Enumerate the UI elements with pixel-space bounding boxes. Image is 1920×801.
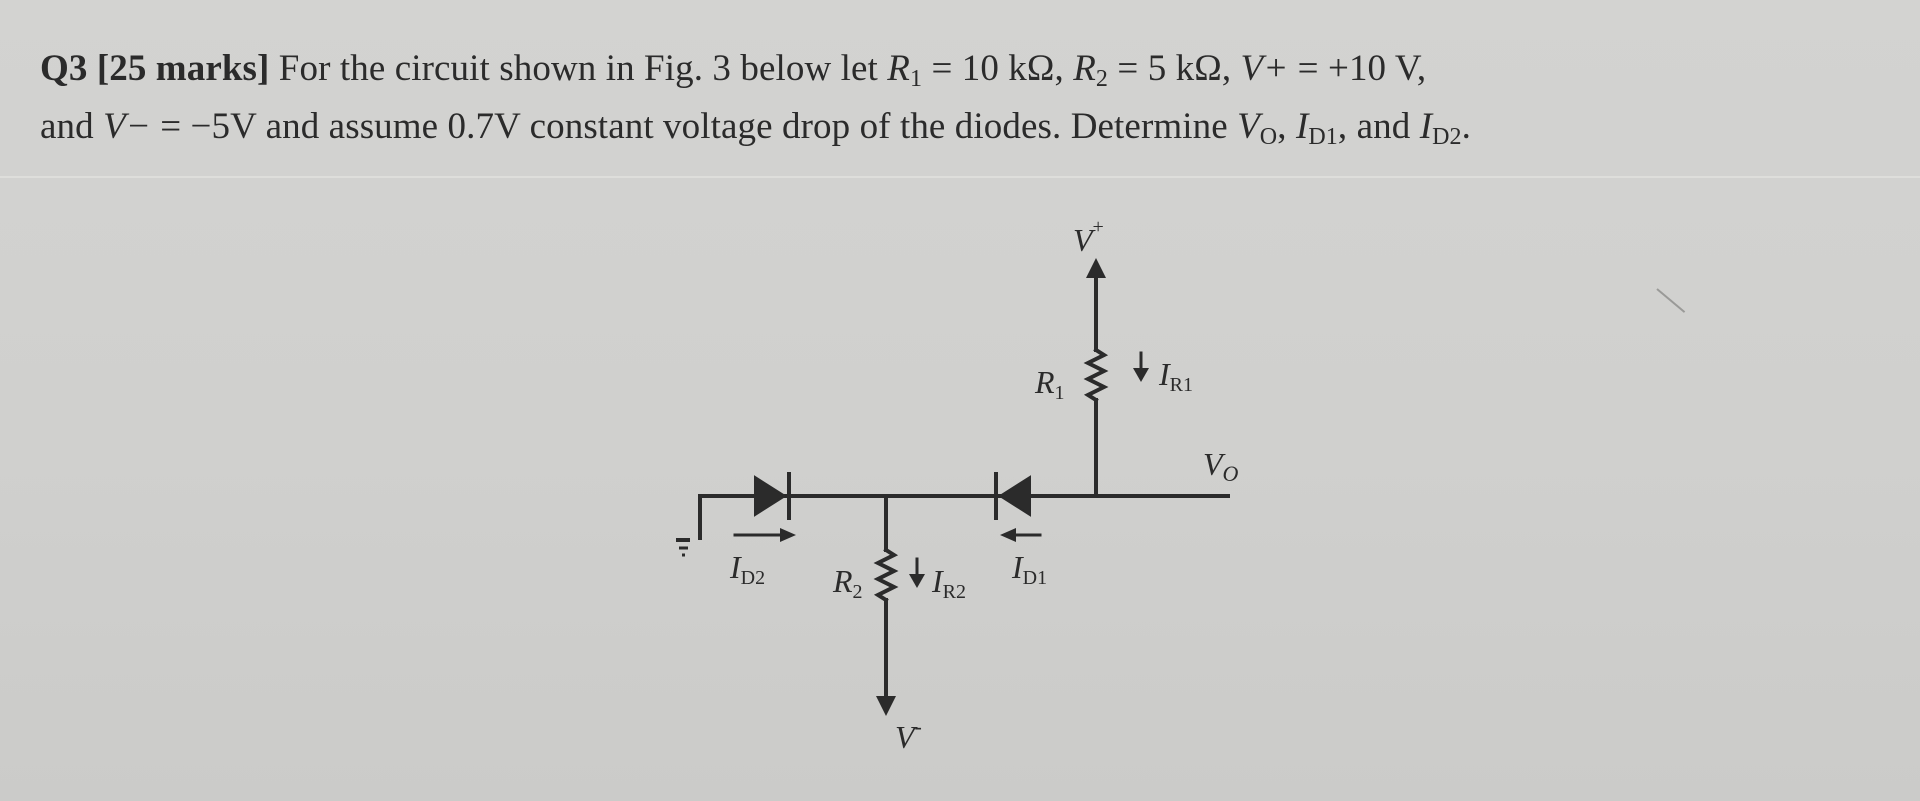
r2-label: R2	[832, 563, 863, 603]
r1-label: R1	[1034, 364, 1065, 404]
id2-label: ID2	[729, 549, 765, 589]
id1-arrowhead	[1000, 528, 1016, 542]
question-line-1: Q3 [25 marks] For the circuit shown in F…	[40, 48, 1427, 92]
question-text: Q3 [25 marks] For the circuit shown in F…	[40, 40, 1890, 156]
question-line-2: and V− = −5V and assume 0.7V constant vo…	[40, 106, 1472, 150]
ir1-arrowhead	[1133, 368, 1149, 382]
ground-icon	[676, 538, 690, 557]
vplus-label: V+	[1073, 216, 1104, 258]
id1-label: ID1	[1011, 549, 1047, 589]
ir2-arrowhead	[909, 574, 925, 588]
d2-diode	[754, 475, 787, 517]
page-divider	[0, 176, 1920, 178]
ir1-label: IR1	[1158, 356, 1193, 396]
d1-diode	[998, 475, 1031, 517]
ir2-label: IR2	[931, 563, 966, 603]
id2-arrowhead	[780, 528, 796, 542]
r2-resistor	[873, 547, 899, 603]
vplus-arrowhead	[1086, 258, 1106, 278]
question-label: Q3 [25 marks]	[40, 48, 270, 89]
vminus-label: V-	[895, 714, 922, 755]
vminus-arrowhead	[876, 696, 896, 716]
vo-label: VO	[1203, 446, 1239, 486]
r1-resistor	[1083, 347, 1109, 403]
